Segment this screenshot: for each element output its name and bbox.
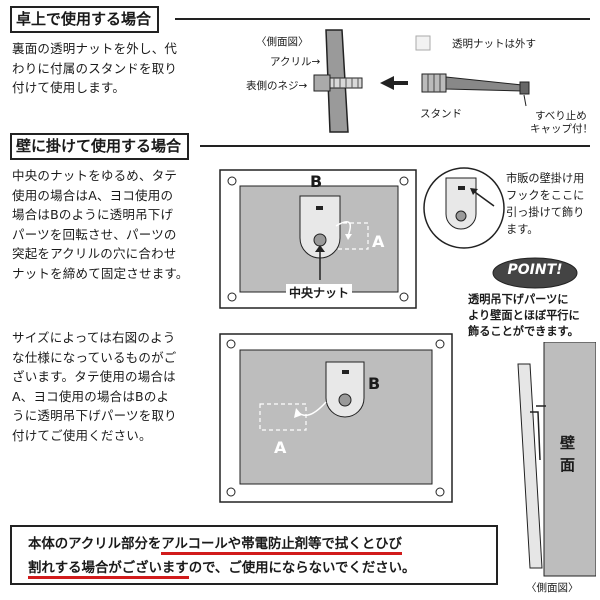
section2-text1: 中央のナットをゆるめ、タテ 使用の場合はA、ヨコ使用の 場合はBのように透明吊下…: [12, 168, 189, 281]
stand-label: スタンド: [420, 108, 462, 120]
diagram1-label-b: B: [310, 172, 323, 191]
warning-line-2: 割れする場合がございますので、ご使用にならないでください。: [28, 559, 415, 579]
section2-rule: [200, 145, 590, 147]
center-nut-label: 中央ナット: [286, 284, 353, 301]
stand-rod: [445, 76, 523, 92]
hook-detail: [423, 167, 505, 249]
section2-title: 壁に掛けて使用する場合: [10, 133, 190, 160]
acrylic-label: アクリル→: [270, 56, 321, 68]
nut-remove-label: 透明ナットは外す: [452, 38, 536, 50]
warning-line1-part2: アルコールや帯電防止剤等で拭くとひび: [161, 537, 402, 555]
section2-text2: サイズによっては右図のよう な仕様になっているものがご ざいます。タテ使用の場合…: [12, 330, 177, 443]
center-nut-2: [338, 393, 352, 407]
front-screw: [313, 74, 331, 92]
warning-line2-part1: 割れする場合がございます: [28, 561, 189, 579]
side-view-label-1: 〈側面図〉: [256, 36, 309, 48]
clear-nut-icon: [415, 35, 431, 51]
center-nut: [313, 233, 327, 247]
wall-side-view: [517, 342, 596, 577]
anti-slip-cap-label-1: すべり止め: [535, 110, 587, 122]
front-screw-label: 表側のネジ→: [246, 80, 308, 92]
warning-line1-part1: 本体のアクリル部分を: [28, 537, 162, 552]
point-badge-text: POINT!: [507, 262, 563, 278]
diagram1-label-a: A: [372, 232, 385, 251]
point-text: 透明吊下げパーツに より壁面とほぼ平行に 飾ることができます。: [468, 293, 580, 338]
diagram2-label-b: B: [368, 374, 381, 393]
diagram2-label-a: A: [274, 438, 287, 457]
warning-box: 本体のアクリル部分をアルコールや帯電防止剤等で拭くとひび 割れする場合がございま…: [10, 525, 498, 585]
anti-slip-cap: [519, 81, 530, 95]
point-badge: [492, 257, 578, 289]
wall-label: 壁面: [560, 434, 576, 474]
section1-rule: [175, 18, 590, 20]
hanger-part: [299, 195, 341, 259]
acrylic-side-2: [517, 363, 543, 569]
side-view-label-2: 〈側面図〉: [526, 582, 579, 594]
hanger-part-2: [325, 361, 365, 418]
section1-text: 裏面の透明ナットを外し、代 わりに付属のスタンドを取り 付けて使用します。: [12, 41, 178, 95]
anti-slip-cap-label-2: キャップ付！: [530, 123, 593, 135]
stand-diagram: [313, 29, 530, 133]
wall-hang-diagram-1: [219, 169, 417, 309]
warning-line-1: 本体のアクリル部分をアルコールや帯電防止剤等で拭くとひび: [28, 535, 402, 555]
section1-title: 卓上で使用する場合: [10, 6, 160, 33]
hook-text: 市販の壁掛け用 フックをここに 引っ掛けて飾り ます。: [506, 172, 585, 236]
wall-hang-diagram-2: [219, 333, 453, 503]
insert-arrow-icon: [380, 76, 408, 90]
warning-line2-part2: ので、ご使用にならないでください。: [188, 561, 416, 576]
wall: [543, 342, 596, 577]
